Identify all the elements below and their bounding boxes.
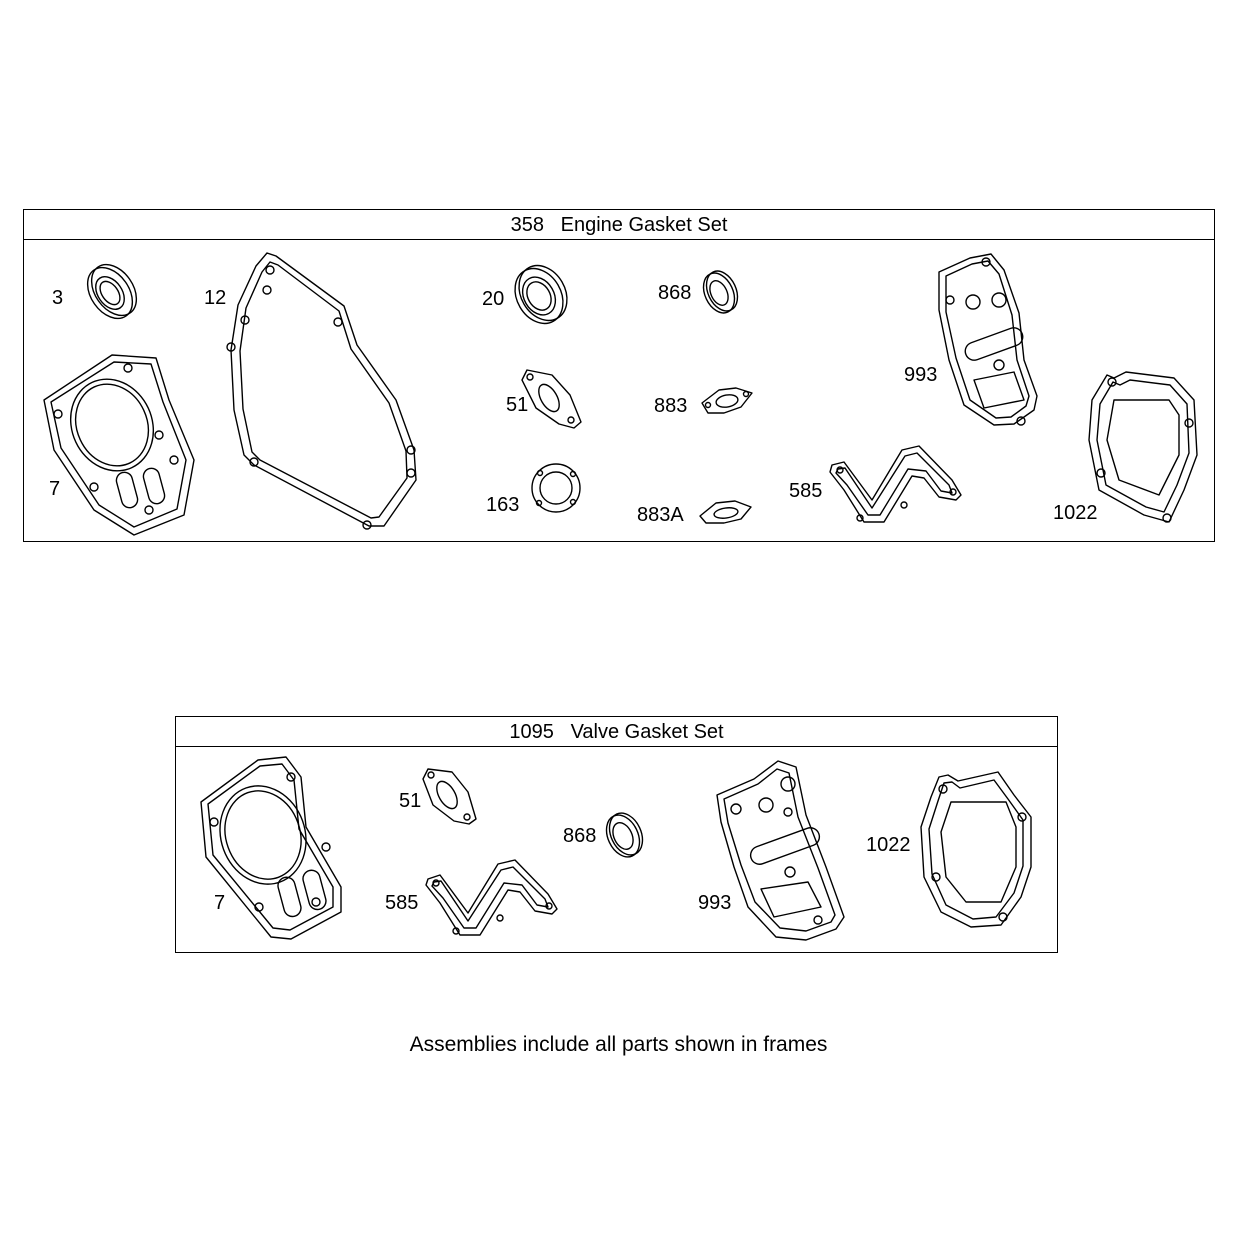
engine-part-label-883a: 883A	[637, 504, 684, 526]
part-51-intake-gasket-drawing	[422, 768, 477, 825]
engine-gasket-set-drawing	[43, 252, 1198, 536]
engine-part-label-7: 7	[49, 478, 61, 500]
engine-part-label-12: 12	[204, 287, 227, 309]
part-7-head-gasket-drawing	[43, 354, 195, 536]
engine-part-label-868: 868	[658, 282, 692, 304]
footer-note: Assemblies include all parts shown in fr…	[409, 1033, 828, 1056]
valve-part-label-7: 7	[214, 892, 226, 914]
engine-part-label-585: 585	[789, 480, 823, 502]
valve-gasket-set-frame: 1095 Valve Gasket Set	[175, 716, 1058, 953]
engine-gasket-set-frame: 358 Engine Gasket Set	[23, 209, 1215, 542]
part-585-breather-gasket-drawing	[829, 445, 962, 523]
valve-part-label-993: 993	[698, 892, 732, 914]
engine-part-label-3: 3	[52, 287, 64, 309]
valve-part-label-585: 585	[385, 892, 419, 914]
part-163-exhaust-gasket-drawing	[531, 463, 581, 513]
part-868-valve-seal-drawing	[702, 270, 739, 314]
part-585-breather-gasket-drawing	[425, 859, 558, 936]
engine-gasket-set-number: 358	[510, 214, 544, 236]
part-1022-valve-cover-gasket-drawing	[920, 771, 1032, 928]
engine-part-label-51: 51	[506, 394, 529, 416]
part-3-oil-seal-drawing	[86, 263, 138, 320]
valve-gasket-set-title: 1095 Valve Gasket Set	[176, 717, 1057, 747]
engine-part-label-163: 163	[486, 494, 520, 516]
part-12-crankcase-gasket-drawing	[226, 252, 417, 530]
part-993-gasket-drawing	[938, 253, 1038, 426]
part-51-intake-gasket-drawing	[521, 369, 582, 429]
engine-part-label-1022: 1022	[1053, 502, 1098, 524]
engine-part-label-883: 883	[654, 395, 688, 417]
valve-part-label-1022: 1022	[866, 834, 911, 856]
part-883a-carb-gasket-drawing	[699, 500, 752, 524]
part-7-head-gasket-drawing	[200, 756, 342, 940]
valve-gasket-set-name: Valve Gasket Set	[570, 721, 724, 743]
part-993-gasket-drawing	[716, 760, 845, 941]
valve-gasket-set-number: 1095	[509, 721, 554, 743]
engine-part-label-20: 20	[482, 288, 505, 310]
engine-gasket-set-name: Engine Gasket Set	[560, 214, 728, 236]
part-20-oil-seal-drawing	[514, 264, 568, 325]
valve-part-label-51: 51	[399, 790, 422, 812]
engine-gasket-set-title: 358 Engine Gasket Set	[24, 210, 1214, 240]
part-1022-valve-cover-gasket-drawing	[1088, 371, 1198, 523]
engine-part-label-993: 993	[904, 364, 938, 386]
part-883-carb-gasket-drawing	[701, 387, 753, 414]
valve-part-label-868: 868	[563, 825, 597, 847]
valve-gasket-set-drawing	[200, 756, 1032, 941]
part-868-valve-seal-drawing	[605, 812, 644, 858]
